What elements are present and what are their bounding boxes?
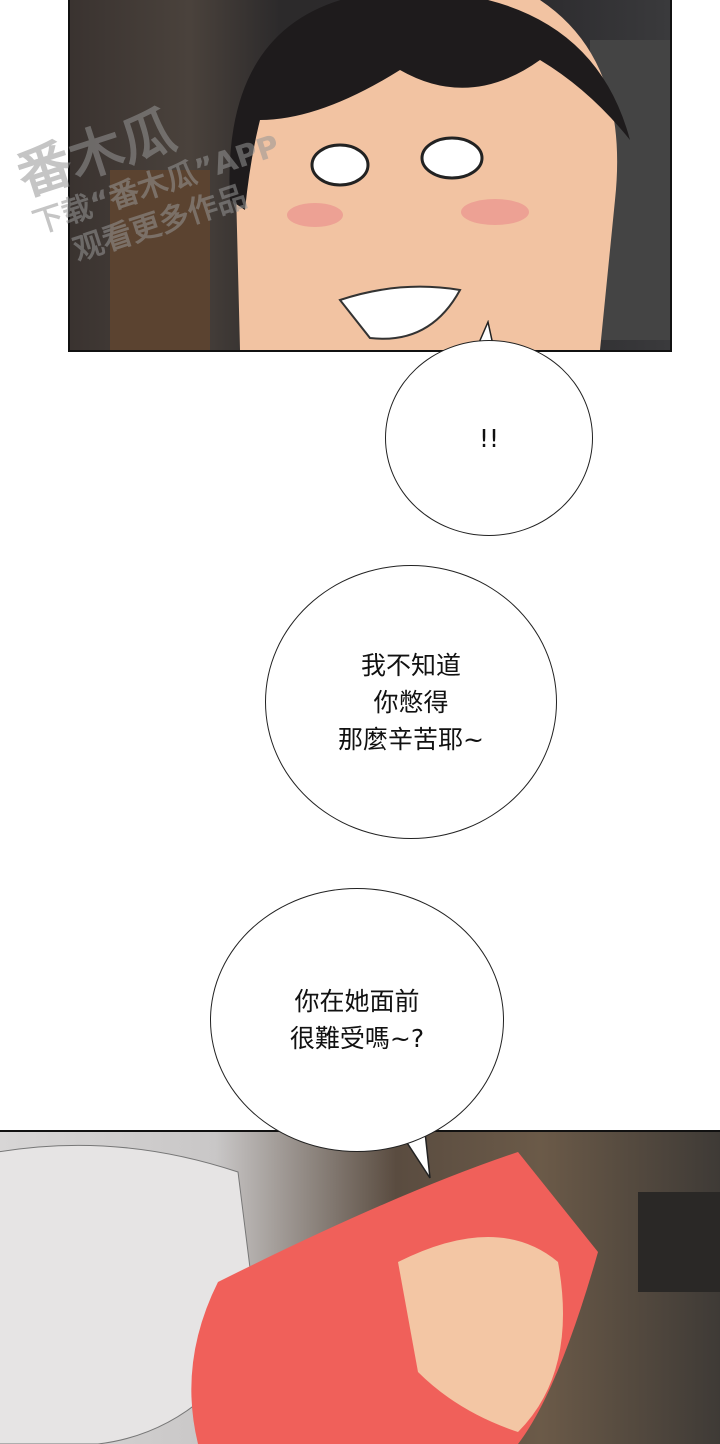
- speech-bubble-1: !!: [385, 340, 593, 536]
- speech-bubble-3: 你在她面前 很難受嗎~?: [210, 888, 504, 1152]
- male-character-illustration: [110, 0, 670, 350]
- right-eye: [420, 136, 484, 180]
- characters-illustration: [0, 1144, 720, 1444]
- comic-panel-top: [68, 0, 672, 352]
- skin: [398, 1237, 563, 1432]
- mouth: [338, 285, 462, 340]
- left-eye: [310, 143, 370, 187]
- cabinet: [110, 170, 210, 350]
- bubble-text: 你在她面前 很難受嗎~?: [289, 987, 425, 1053]
- speech-bubble-2: 我不知道 你憋得 那麼辛苦耶~: [265, 565, 557, 839]
- hair: [229, 0, 630, 210]
- bubble-text: 我不知道 你憋得 那麼辛苦耶~: [338, 650, 484, 754]
- comic-panel-bottom: [0, 1130, 720, 1444]
- bubble-text: !!: [478, 423, 500, 453]
